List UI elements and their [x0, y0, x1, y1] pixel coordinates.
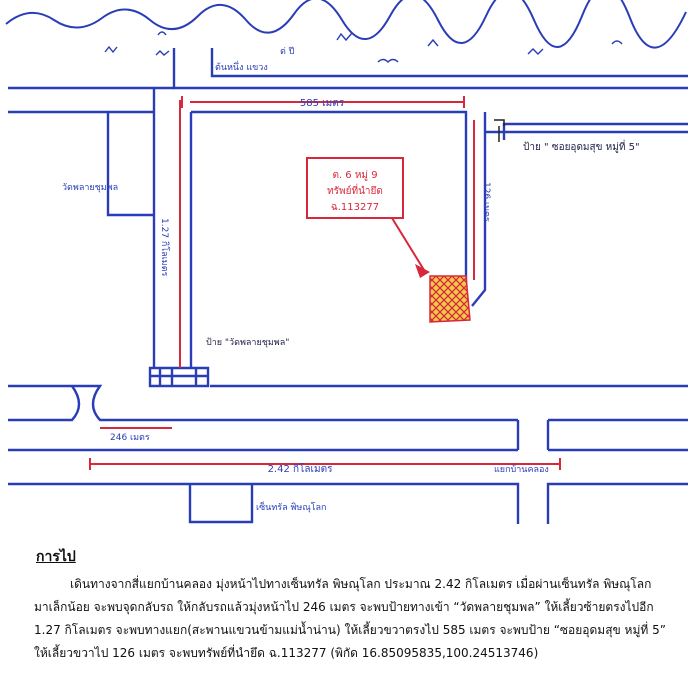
directions-line: มาเล็กน้อย จะพบจุดกลับรถ ให้กลับรถแล้วมุ… — [34, 600, 654, 614]
junction-label: แยกบ้านคลอง — [494, 464, 549, 475]
property-label-line-2: ทรัพย์ที่นำยึด — [327, 183, 383, 197]
river-ripple — [336, 32, 353, 42]
property-label-line-3: ฉ.113277 — [331, 202, 379, 213]
dim-main-tick — [89, 458, 561, 470]
river-bank-right-label: ต่ ปี — [280, 46, 295, 57]
property-parcel — [429, 275, 471, 323]
central-label: เซ็นทรัล พิษณุโลก — [256, 500, 327, 513]
bottom-left-distance-label: 246 เมตร — [110, 433, 150, 443]
left-road-distance-label: 1.27 กิโลเมตร — [159, 218, 170, 277]
river-ripple — [427, 38, 439, 47]
temple-sign-label: ป้าย "วัดพลายชุมพล" — [206, 337, 289, 348]
river-bank-left-label: ต้นหนึ่ง แขวง — [215, 60, 268, 73]
roads — [8, 48, 688, 524]
top-road-south — [191, 110, 468, 308]
bridge — [148, 366, 210, 388]
soi-sign: ป้าย " ซอยอุดมสุข หมู่ที่ 5" — [494, 119, 640, 153]
pointer-line — [391, 217, 425, 271]
river-ripple — [611, 40, 623, 45]
river-ripple — [157, 31, 167, 36]
right-road-west — [471, 112, 487, 307]
right-road-distance-label: 126 เมตร — [481, 182, 491, 222]
directions-line: 1.27 กิโลเมตร จะพบทางแยก(สะพานแขวนข้ามแม… — [34, 623, 666, 637]
dimensions — [89, 96, 561, 470]
soi-sign-label: ป้าย " ซอยอุดมสุข หมู่ที่ 5" — [523, 139, 640, 153]
property-label-box — [306, 157, 404, 219]
temple-left-label: วัดพลายชุมพล — [62, 183, 118, 193]
upper-road-line — [210, 48, 688, 78]
property-label-line-1: ต. 6 หมู่ 9 — [332, 170, 377, 181]
pointer-arrowhead — [415, 264, 430, 278]
directions-section: การไป เดินทางจากสี่แยกบ้านคลอง มุ่งหน้าไ… — [0, 540, 690, 675]
dim-top-tick — [181, 96, 465, 108]
route-map: ต. 6 หมู่ 9 ทรัพย์ที่นำยึด ฉ.113277 ป้าย… — [5, 0, 688, 524]
main-road-lower-2 — [546, 482, 688, 524]
river-ripple — [104, 45, 118, 54]
main-road-mid — [8, 385, 81, 422]
directions-line: ให้เลี้ยวขวาไป 126 เมตร จะพบทรัพย์ที่นำย… — [34, 646, 539, 660]
lower-building — [188, 484, 254, 524]
directions-line: เดินทางจากสี่แยกบ้านคลอง มุ่งหน้าไปทางเซ… — [70, 577, 652, 591]
main-road-top — [8, 384, 154, 422]
river-ripple — [155, 50, 170, 56]
branch-left — [8, 110, 154, 217]
property-callout: ต. 6 หมู่ 9 ทรัพย์ที่นำยึด ฉ.113277 — [306, 157, 471, 323]
main-road-distance-label: 2.42 กิโลเมตร — [268, 462, 334, 475]
river-wave-line — [5, 0, 687, 49]
sign-post — [494, 119, 505, 142]
river-ripple — [377, 58, 399, 63]
directions-text: เดินทางจากสี่แยกบ้านคลอง มุ่งหน้าไปทางเซ… — [34, 573, 684, 665]
river-ripple — [527, 48, 544, 55]
bridge-post — [158, 368, 198, 386]
top-road-distance-label: 585 เมตร — [300, 98, 345, 109]
directions-heading: การไป — [36, 549, 76, 565]
main-road-lower — [8, 482, 520, 524]
river — [5, 0, 687, 63]
